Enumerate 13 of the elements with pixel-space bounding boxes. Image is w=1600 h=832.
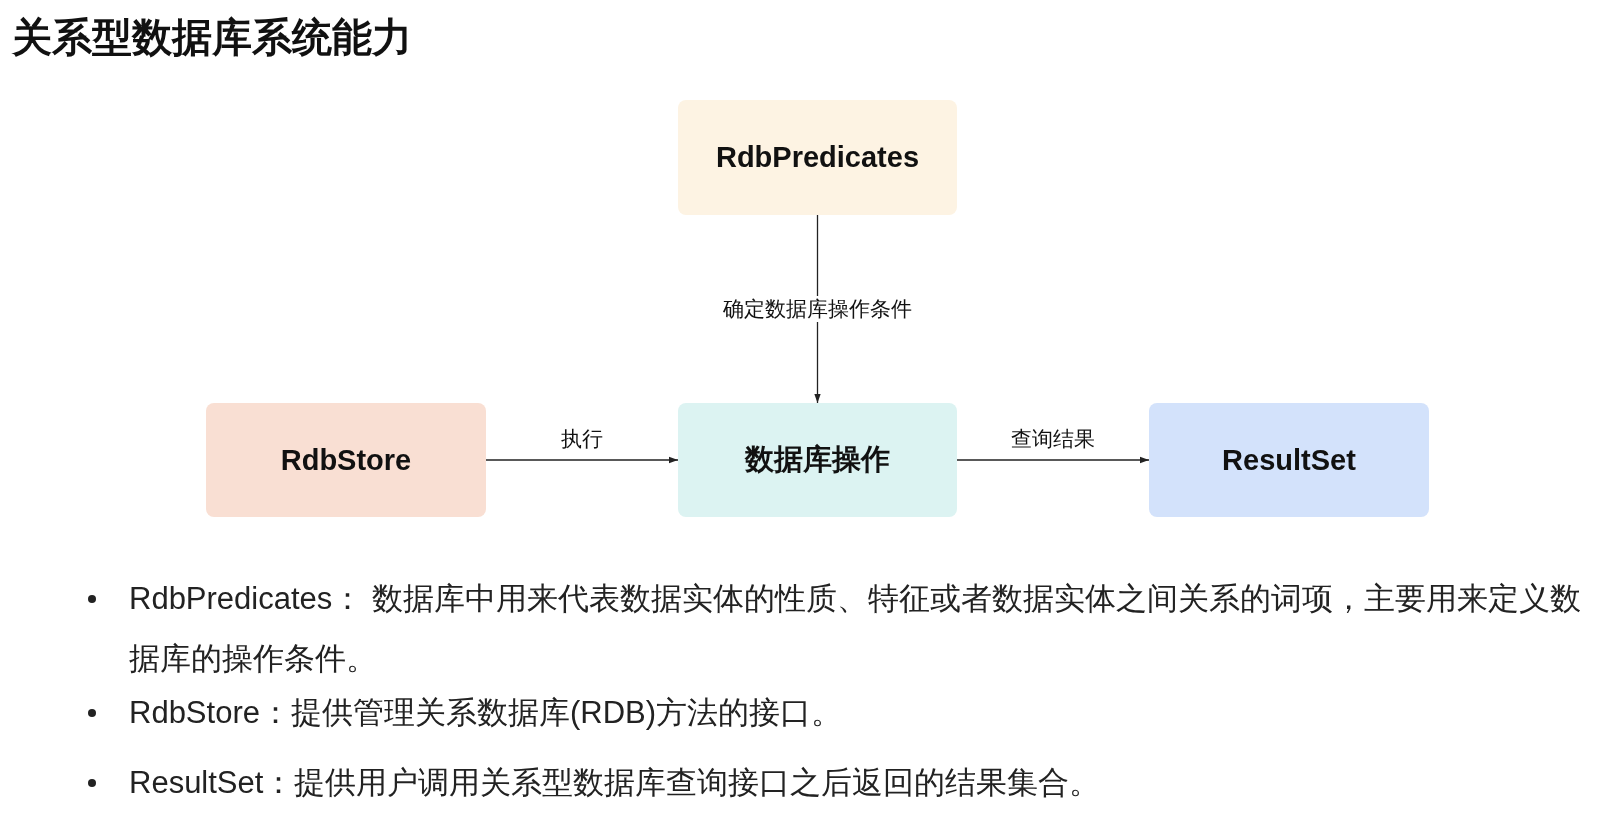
edge-label: 查询结果 [1010,426,1096,452]
slide-title: 关系型数据库系统能力 [12,14,412,61]
edge-label: 确定数据库操作条件 [720,296,915,322]
bullet-text: RdbStore：提供管理关系数据库(RDB)方法的接口。 [129,694,844,732]
process-box: ResultSet [1149,403,1429,517]
bullet-text: RdbPredicates： 数据库中用来代表数据实体的性质、特征或者数据实体之间关系的词项，主要用来定义数据库的操作条件。 [129,580,1582,678]
bullet-text: ResultSet：提供用户调用关系型数据库查询接口之后返回的结果集合。 [129,764,1102,802]
arrow [956,456,1150,464]
arrow [485,456,679,464]
edge-label: 执行 [560,426,604,452]
process-box: RdbStore [206,403,486,517]
process-box: RdbPredicates [678,100,957,215]
process-box: 数据库操作 [678,403,957,517]
